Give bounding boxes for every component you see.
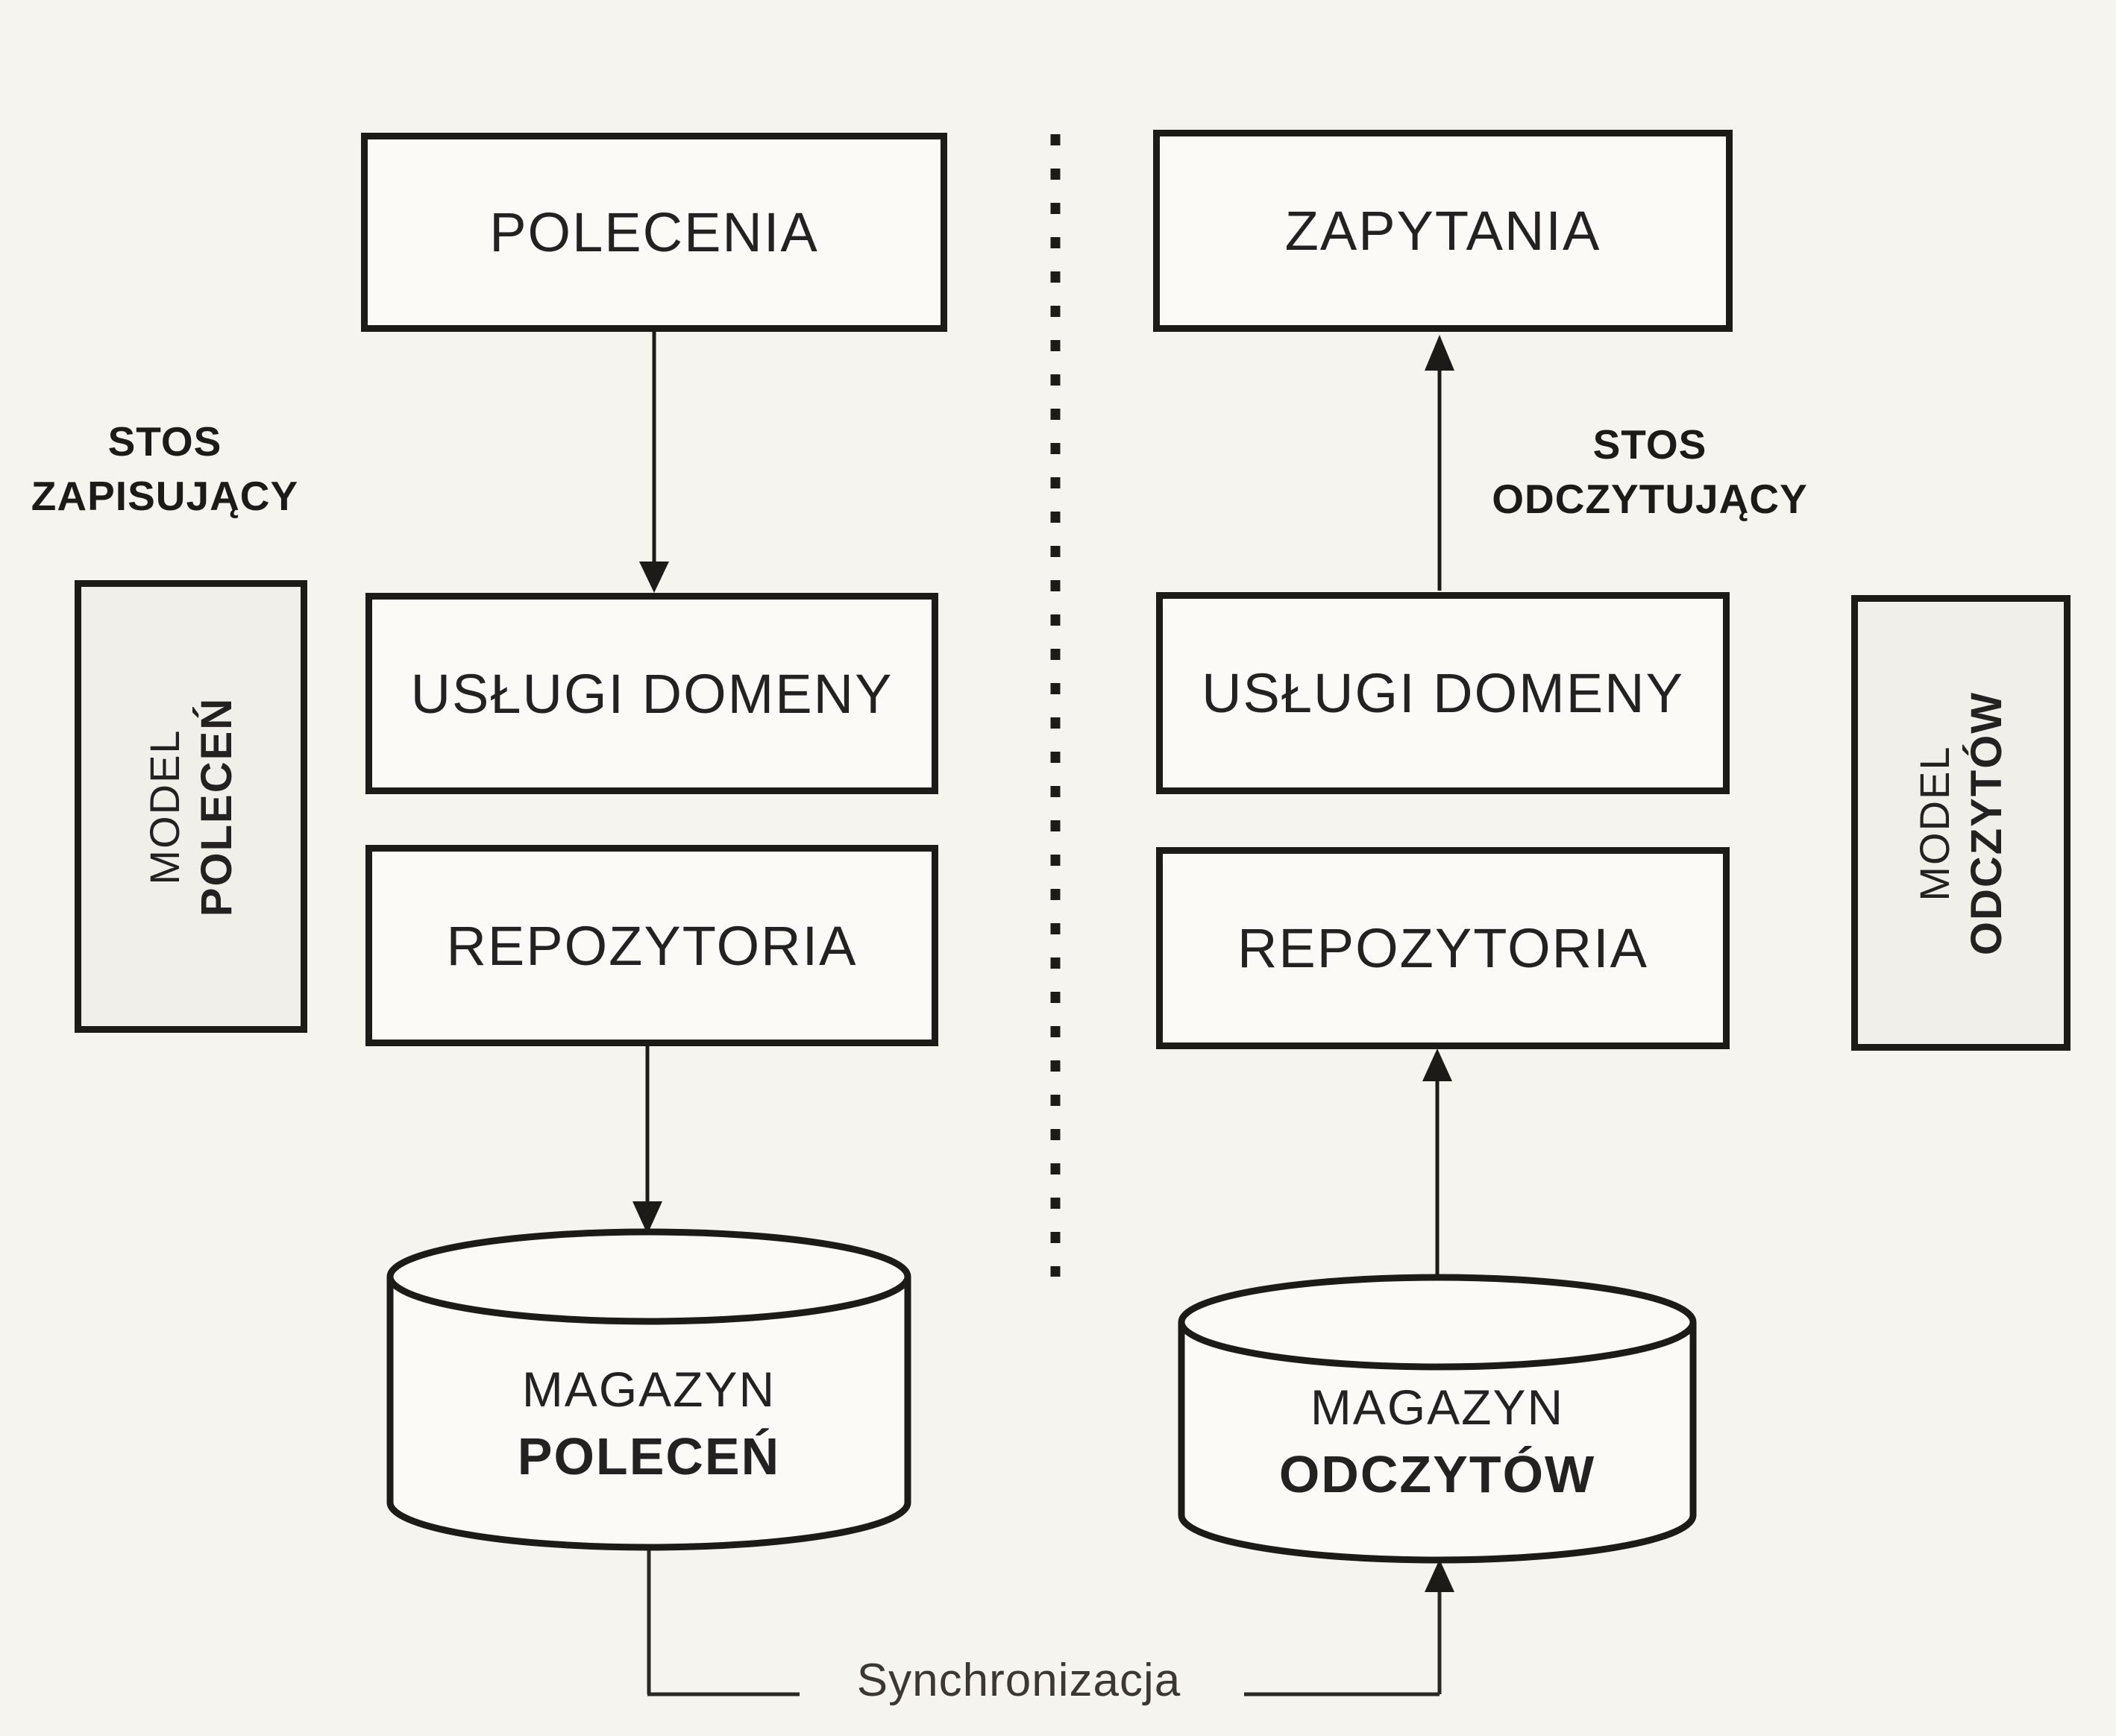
queries-box: ZAPYTANIA [1153, 130, 1733, 332]
queries-box-label: ZAPYTANIA [1284, 200, 1601, 262]
synchronization-label: Synchronizacja [856, 1655, 1181, 1706]
read-store-cylinder-top [1178, 1274, 1697, 1371]
command-model-line1: MODEL [141, 728, 188, 885]
repositories-box-write: REPOZYTORIA [365, 845, 938, 1046]
repositories-box-read-label: REPOZYTORIA [1237, 917, 1649, 979]
command-store-label: MAGAZYN POLECEŃ [425, 1356, 873, 1490]
arrow-up-icon [1425, 1559, 1454, 1592]
read-store-label-line1: MAGAZYN [1310, 1380, 1565, 1435]
command-store-cylinder-body [386, 1277, 911, 1551]
domain-services-box-write-label: USŁUGI DOMENY [410, 662, 894, 725]
read-store-label-line2: ODCZYTÓW [1278, 1445, 1596, 1503]
arrow-down-icon [632, 1201, 662, 1234]
domain-services-box-write: USŁUGI DOMENY [365, 593, 938, 794]
read-store-label: MAGAZYN ODCZYTÓW [1214, 1374, 1661, 1508]
repositories-box-read: REPOZYTORIA [1156, 847, 1730, 1049]
arrow-up-icon [1422, 1048, 1452, 1081]
command-store-label-line1: MAGAZYN [521, 1362, 776, 1417]
domain-services-box-read-label: USŁUGI DOMENY [1202, 662, 1684, 724]
write-stack-label-line2: ZAPISUJĄCY [31, 473, 299, 519]
write-stack-label: STOS ZAPISUJĄCY [16, 415, 314, 523]
command-model-box-text: MODEL POLECEŃ [139, 696, 243, 916]
command-store-label-line2: POLECEŃ [517, 1427, 781, 1485]
commands-box-label: POLECENIA [489, 201, 819, 263]
read-store-cylinder-body [1178, 1322, 1697, 1564]
read-model-line1: MODEL [1911, 744, 1959, 902]
domain-services-box-read: USŁUGI DOMENY [1156, 592, 1730, 794]
read-stack-label-line1: STOS [1592, 421, 1707, 468]
read-stack-label-line2: ODCZYTUJĄCY [1492, 476, 1808, 522]
command-model-box: MODEL POLECEŃ [75, 580, 307, 1033]
repositories-box-write-label: REPOZYTORIA [446, 914, 858, 977]
command-store-cylinder-top [386, 1228, 911, 1325]
read-stack-label: STOS ODCZYTUJĄCY [1478, 418, 1821, 526]
read-model-box-text: MODEL ODCZYTÓW [1909, 691, 2013, 955]
read-model-box: MODEL ODCZYTÓW [1851, 595, 2071, 1051]
commands-box: POLECENIA [361, 133, 947, 332]
command-model-line2: POLECEŃ [192, 696, 241, 916]
write-stack-label-line1: STOS [107, 418, 222, 465]
arrow-down-icon [639, 562, 669, 593]
read-model-line2: ODCZYTÓW [1962, 691, 2012, 955]
arrow-up-icon [1425, 335, 1454, 371]
